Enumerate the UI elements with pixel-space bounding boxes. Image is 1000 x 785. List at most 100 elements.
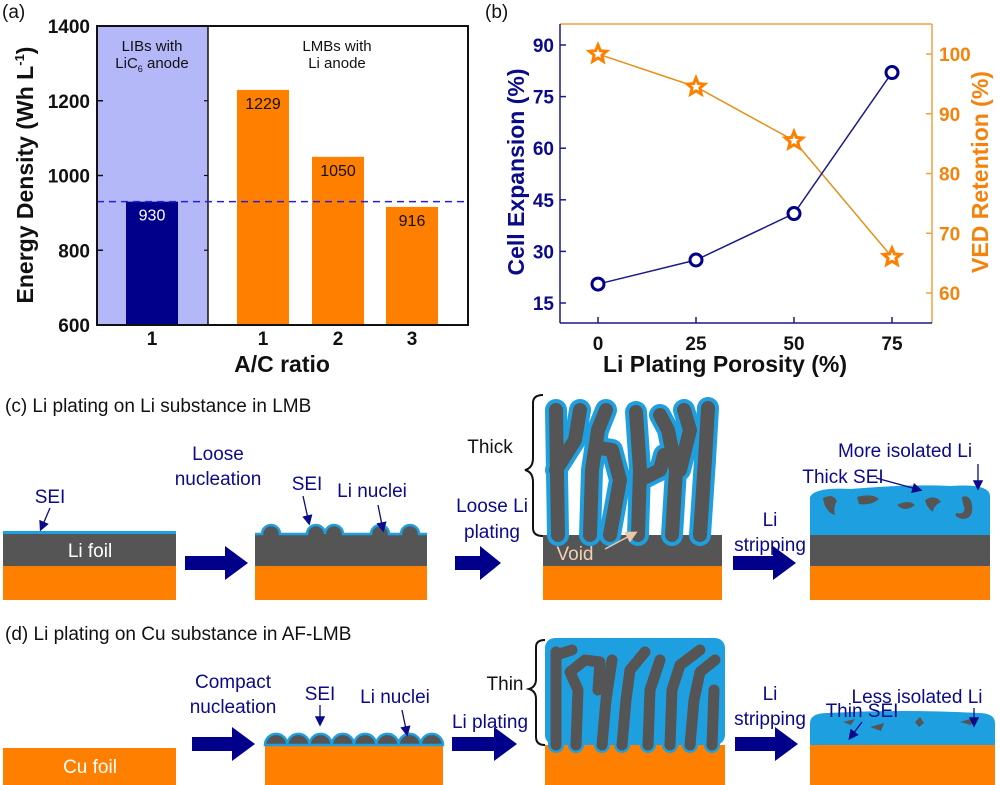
bar-value-label: 1229	[245, 96, 281, 113]
brace-icon	[525, 639, 546, 746]
y-tick-label: 600	[58, 316, 90, 337]
x-axis-label-b: Li Plating Porosity (%)	[603, 351, 847, 377]
group-label-libs-line2: LiC6 anode	[115, 55, 188, 74]
step-label: Li plating	[452, 712, 528, 733]
step-label: Loose	[192, 444, 244, 465]
x-tick-label: 1	[147, 329, 158, 350]
panel-label-b: (b)	[485, 2, 508, 23]
dendrite	[596, 654, 618, 751]
cu-foil-label: Cu foil	[63, 757, 117, 778]
process-arrow-icon	[455, 546, 501, 580]
group-label-lmbs-line1: LMBs with	[302, 38, 371, 55]
y-tick-label: 800	[58, 241, 90, 262]
cell-expansion-point	[590, 276, 606, 292]
step-label: Compact	[195, 672, 272, 693]
dendrite	[550, 644, 578, 661]
dendrite	[616, 646, 651, 751]
x-tick-label: 25	[685, 334, 707, 355]
y-tick-label: 1400	[48, 17, 90, 38]
cell-expansion-point	[688, 252, 704, 268]
x-tick-label: 2	[333, 329, 344, 350]
left-y-tick-label: 15	[533, 294, 555, 315]
dendrite	[684, 654, 721, 751]
bar	[126, 201, 178, 325]
dendrite	[593, 441, 627, 542]
step-label: Loose Li	[456, 496, 528, 517]
dendrite	[693, 401, 715, 542]
cell-expansion-point	[884, 65, 900, 81]
ved-retention-line	[597, 53, 893, 258]
cell-expansion-line	[597, 72, 893, 285]
dendrite	[673, 403, 697, 477]
process-arrow-icon	[735, 727, 798, 761]
x-tick-label: 50	[783, 334, 804, 355]
li-dendrites	[548, 642, 723, 753]
y-axis-label-a: Energy Density (Wh L-1)	[12, 47, 38, 304]
isolated-li	[823, 495, 973, 519]
diagram-c-title: (c) Li plating on Li substance in LMB	[5, 396, 311, 417]
x-tick-label: 75	[881, 334, 903, 355]
left-y-tick-label: 30	[533, 242, 554, 263]
sei-label: SEI	[305, 684, 336, 705]
ved-retention-point-star	[683, 74, 709, 98]
dendrite	[629, 405, 647, 542]
li-nuclei-label: Li nuclei	[360, 687, 430, 708]
right-y-tick-label: 80	[939, 165, 960, 186]
li-nuclei-label: Li nuclei	[337, 481, 407, 502]
void-label: Void	[557, 544, 594, 565]
right-y-tick-label: 90	[939, 105, 960, 126]
thin-sei-label: Thin SEI	[826, 701, 899, 722]
thick-sei-layer	[810, 485, 990, 535]
x-tick-label: 1	[258, 329, 269, 350]
thin-label: Thin	[487, 674, 524, 695]
sei-layer	[3, 531, 176, 534]
dendrite	[564, 654, 606, 751]
dendrite	[642, 654, 666, 751]
sei-label: SEI	[292, 474, 323, 495]
step-label: nucleation	[175, 469, 262, 490]
y-tick-label: 1200	[48, 92, 90, 113]
step-label: plating	[464, 522, 520, 543]
thick-sei-label: Thick SEI	[802, 467, 883, 488]
x-tick-label: 3	[407, 329, 418, 350]
group-label-libs-line1: LIBs with	[122, 38, 183, 55]
diagram-c: (c) Li plating on Li substance in LMB Li…	[3, 394, 990, 600]
panel-label-a: (a)	[2, 2, 25, 23]
li-nuclei	[255, 523, 427, 536]
ved-retention-point-star	[585, 41, 611, 65]
chart-a: (a) 930 1229 1050 916 600 800 1000 1200 1400 1 1 2…	[2, 2, 469, 377]
x-axis-label-a: A/C ratio	[234, 351, 330, 377]
dendrite	[706, 684, 720, 751]
brace-icon	[524, 394, 544, 537]
y-tick-label: 1000	[48, 167, 90, 188]
isolated-li-label: Less isolated Li	[852, 687, 983, 708]
process-arrow-icon	[452, 727, 517, 761]
group-label-lmbs-line2: Li anode	[308, 55, 366, 72]
step-label: Li	[763, 684, 778, 705]
right-y-tick-label: 70	[939, 224, 960, 245]
bar	[312, 156, 364, 325]
process-arrow-icon	[185, 546, 248, 580]
y-axis-label-right: VED Retention (%)	[967, 71, 993, 273]
bar-value-label: 930	[139, 208, 166, 225]
thick-label: Thick	[467, 437, 513, 458]
bar-value-label: 1050	[320, 163, 356, 180]
diagram-d: (d) Li plating on Cu substance in AF-LMB…	[3, 624, 995, 785]
bar-value-label: 916	[399, 213, 426, 230]
left-y-tick-label: 90	[533, 36, 554, 57]
step-label: stripping	[734, 709, 806, 730]
ved-retention-point-star	[879, 244, 905, 268]
right-y-tick-label: 60	[939, 284, 960, 305]
bar	[386, 206, 438, 325]
dendrite	[664, 644, 706, 751]
li-nuclei	[263, 732, 445, 747]
y-axis-label-left: Cell Expansion (%)	[503, 68, 529, 275]
dendrite	[653, 408, 683, 542]
isolated-li-label: More isolated Li	[838, 441, 972, 462]
left-y-tick-label: 45	[533, 191, 555, 212]
process-arrow-icon	[192, 727, 255, 761]
step-label: Li	[763, 510, 778, 531]
left-y-tick-label: 60	[533, 139, 554, 160]
